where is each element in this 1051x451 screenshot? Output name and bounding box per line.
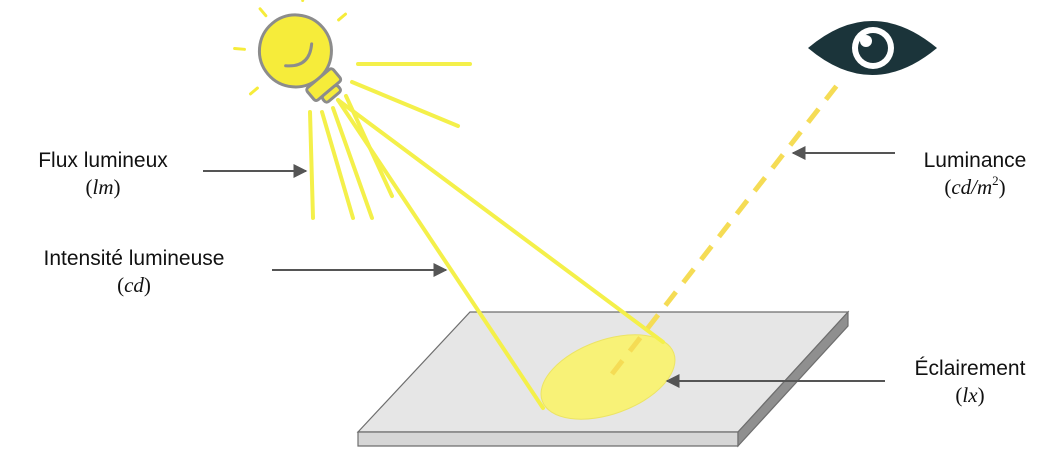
luminance-ray [610,82,840,376]
light-bulb-icon [233,0,347,104]
illuminated-spot [540,334,676,420]
eye-icon [808,21,937,75]
pointer-arrows [203,146,895,388]
plate-side [737,310,849,448]
ray [331,106,374,220]
label-illuminance: Éclairement (lx) [890,356,1050,408]
plate-front [357,431,739,447]
label-flux-unit: (lm) [85,175,121,199]
ray [308,110,315,220]
label-illuminance-unit: (lx) [955,383,985,407]
label-flux-name: Flux lumineux [38,149,168,172]
label-intensity: Intensité lumineuse (cd) [2,246,266,298]
label-flux: Flux lumineux (lm) [8,148,198,200]
label-intensity-name: Intensité lumineuse [43,247,225,270]
cone-edge-right [336,98,665,344]
light-cone [336,98,665,410]
label-illuminance-name: Éclairement [914,357,1026,380]
label-luminance: Luminance (cd/m2) [900,148,1050,200]
cone-edge-left [336,98,545,410]
light-rays [308,62,472,220]
label-luminance-unit: (cd/m2) [944,173,1006,199]
label-intensity-unit: (cd) [117,273,151,297]
ray [350,80,460,128]
ray [320,110,355,220]
label-luminance-name: Luminance [923,149,1027,172]
